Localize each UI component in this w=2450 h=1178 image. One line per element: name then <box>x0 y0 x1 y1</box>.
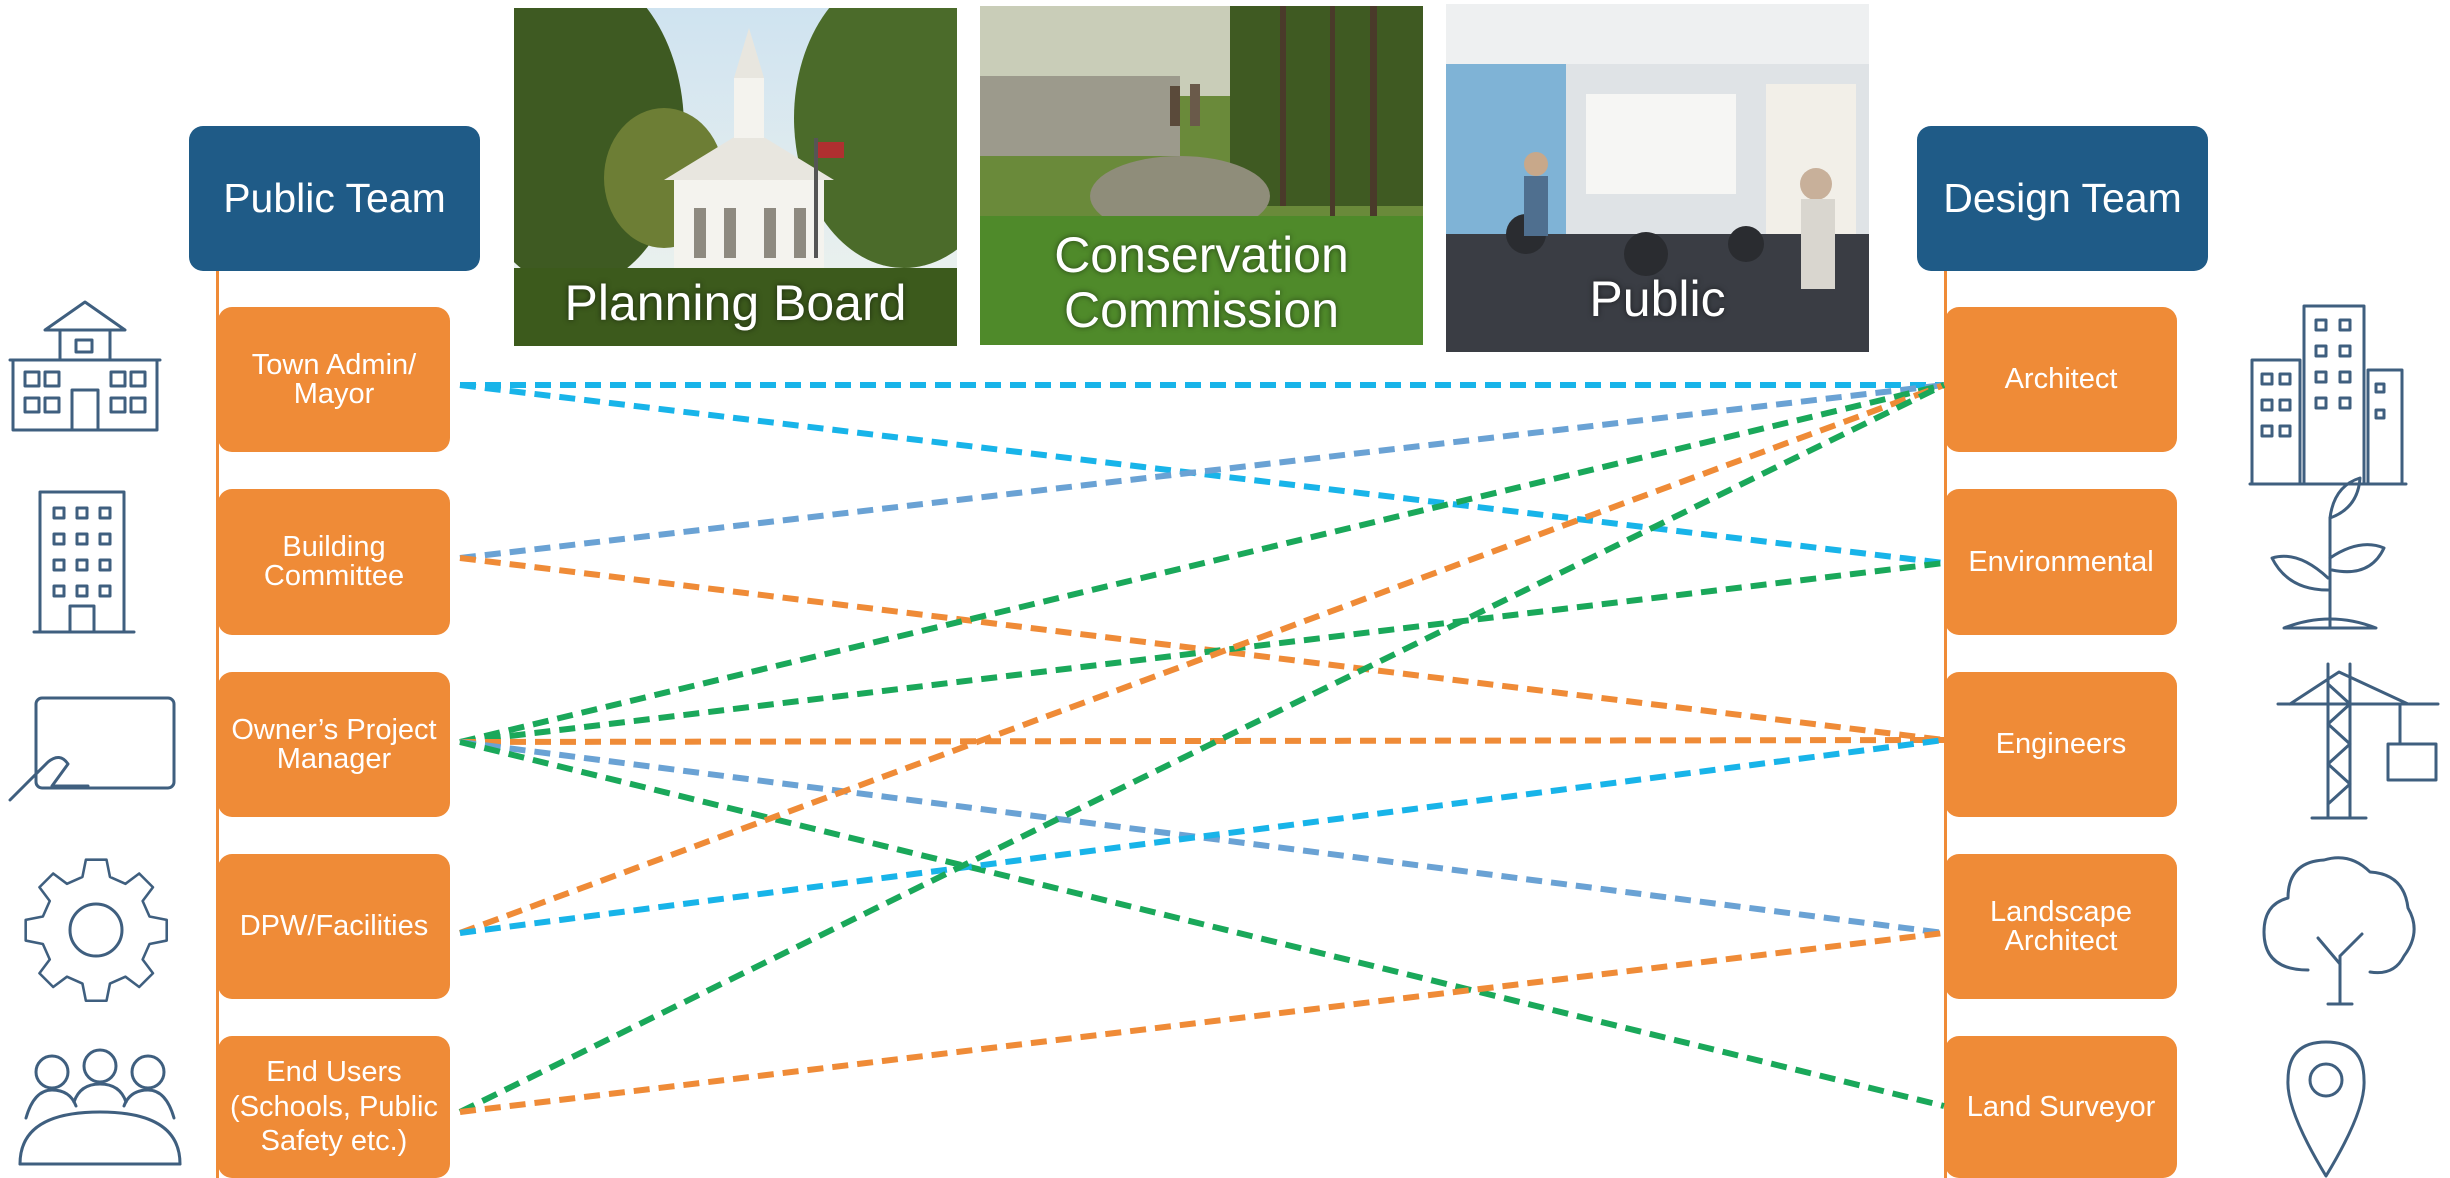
construction-crane-icon <box>2276 662 2440 820</box>
public-meeting-image <box>1446 4 1869 352</box>
public-label: Public <box>1589 271 1726 327</box>
office-building-icon <box>32 490 136 634</box>
public-team-line <box>216 271 219 1178</box>
city-buildings-icon <box>2248 304 2408 486</box>
design-team-header: Design Team <box>1917 126 2208 271</box>
tree-icon <box>2262 856 2416 1006</box>
box-owners-project-manager: Owner’s Project Manager <box>218 672 450 817</box>
conservation-commission-label: Conservation Commission <box>1054 227 1349 338</box>
box-dpw-facilities: DPW/Facilities <box>218 854 450 999</box>
planning-board-image <box>514 8 957 346</box>
gear-icon <box>24 858 169 1003</box>
connection-owners-pm-to-engineers <box>459 737 1945 745</box>
conservation-commission-image <box>980 6 1423 345</box>
connection-end-users-to-architect <box>458 382 1946 1115</box>
photo-planning-board: Planning Board <box>514 8 957 346</box>
school-icon <box>8 300 162 432</box>
box-landscape-architect: Landscape Architect <box>1945 854 2177 999</box>
connection-owners-pm-to-architect <box>459 382 1945 745</box>
public-team-header: Public Team <box>189 126 480 271</box>
box-engineers: Engineers <box>1945 672 2177 817</box>
box-building-committee: Building Committee <box>218 489 450 635</box>
location-pin-icon <box>2286 1040 2366 1178</box>
photo-conservation-commission: Conservation Commission <box>980 6 1423 345</box>
connection-dpw-to-architect <box>458 382 1946 936</box>
meeting-group-icon <box>18 1048 182 1166</box>
box-environmental: Environmental <box>1945 489 2177 635</box>
box-end-users: End Users (Schools, Public Safety etc.) <box>218 1036 450 1178</box>
box-architect: Architect <box>1945 307 2177 452</box>
connection-owners-pm-to-land-surveyor <box>459 739 1945 1109</box>
box-land-surveyor: Land Surveyor <box>1945 1036 2177 1178</box>
planning-board-label: Planning Board <box>564 275 907 331</box>
presentation-icon <box>8 696 176 802</box>
photo-public: Public <box>1446 4 1869 352</box>
box-town-admin: Town Admin/ Mayor <box>218 307 450 452</box>
plant-sprout-icon <box>2270 476 2386 630</box>
